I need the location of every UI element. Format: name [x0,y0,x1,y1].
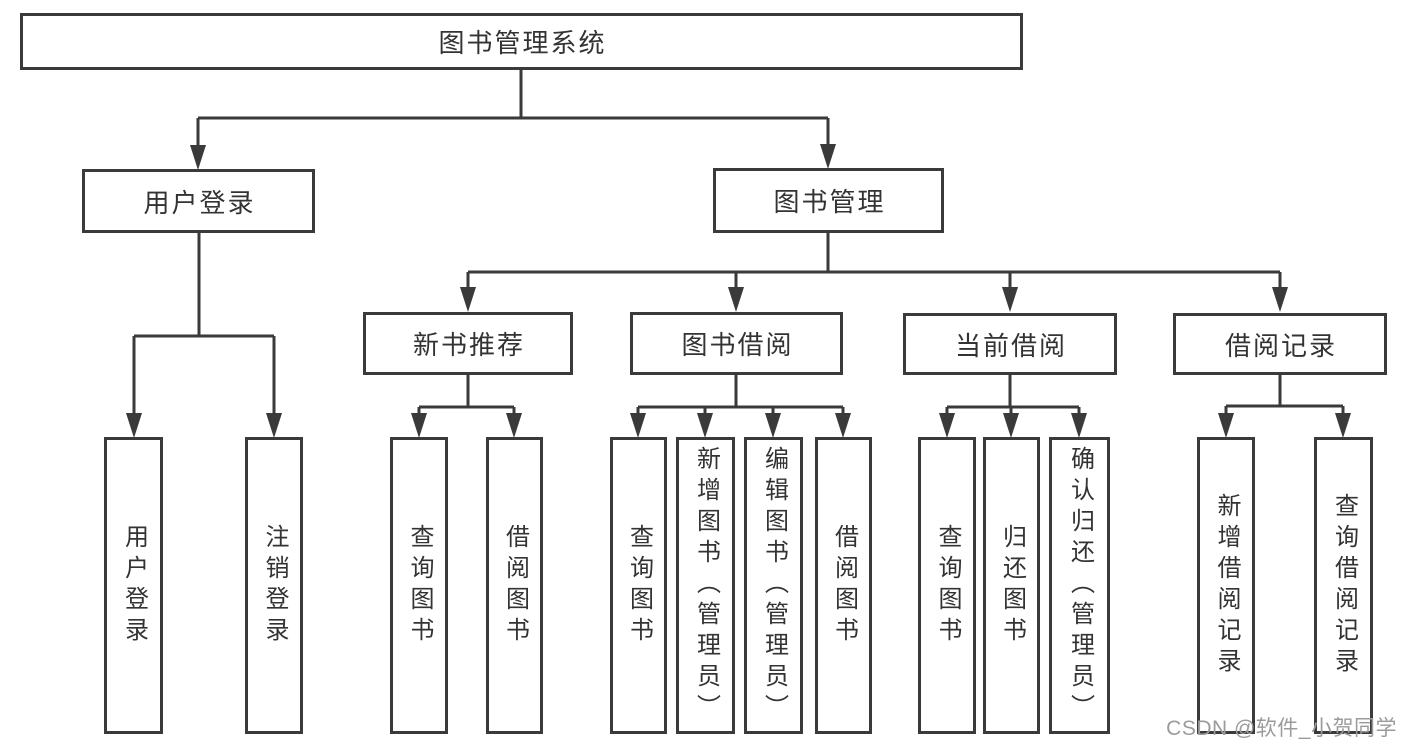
leaf-add-books-admin: 新增图书（管理员） [676,437,735,734]
leaf-user-login-label: 用户登录 [120,523,148,648]
node-current-borrowing-label: 当前借阅 [954,330,1067,361]
leaf-logout-label: 注销登录 [261,523,288,648]
leaf-logout: 注销登录 [245,437,303,734]
leaf-user-login: 用户登录 [104,437,163,734]
node-book-borrowing-label: 图书借阅 [681,330,794,360]
leaf-borrow-books-recommend: 借阅图书 [486,437,543,734]
node-borrowing-records-label: 借阅记录 [1224,330,1337,361]
node-root-system: 图书管理系统 [20,13,1023,70]
node-new-book-recommend-label: 新书推荐 [412,330,525,360]
leaf-query-borrow-record: 查询借阅记录 [1314,437,1373,734]
leaf-query-books-current-label: 查询图书 [934,523,961,648]
leaf-confirm-return-admin: 确认归还（管理员） [1049,437,1110,734]
node-book-management-branch: 图书管理 [713,168,944,233]
node-borrowing-records: 借阅记录 [1173,313,1387,375]
watermark-text: CSDN @软件_小贺同学 [1166,717,1397,740]
leaf-borrow-books-recommend-label: 借阅图书 [501,523,529,648]
leaf-query-books-recommend: 查询图书 [390,437,448,734]
node-book-management-branch-label: 图书管理 [773,187,886,217]
node-user-login-branch: 用户登录 [82,169,315,233]
leaf-add-books-admin-label: 新增图书（管理员） [692,446,720,725]
leaf-return-books-label: 归还图书 [998,523,1026,648]
leaf-return-books: 归还图书 [983,437,1040,734]
leaf-borrow-books-label: 借阅图书 [830,523,858,648]
leaf-query-books-recommend-label: 查询图书 [406,523,433,648]
leaf-confirm-return-admin-label: 确认归还（管理员） [1066,446,1094,725]
leaf-add-borrow-record-label: 新增借阅记录 [1213,492,1240,679]
node-new-book-recommend: 新书推荐 [363,312,573,375]
leaf-borrow-books: 借阅图书 [815,437,872,734]
node-root-label: 图书管理系统 [438,28,607,58]
node-user-login-branch-label: 用户登录 [143,187,256,218]
leaf-edit-books-admin: 编辑图书（管理员） [744,437,803,734]
node-book-borrowing: 图书借阅 [630,312,843,375]
leaf-query-books-borrowing-label: 查询图书 [625,523,653,648]
leaf-query-books-current: 查询图书 [918,437,976,734]
node-current-borrowing: 当前借阅 [903,313,1117,375]
leaf-query-borrow-record-label: 查询借阅记录 [1330,492,1358,679]
leaf-query-books-borrowing: 查询图书 [610,437,667,734]
leaf-edit-books-admin-label: 编辑图书（管理员） [760,446,788,725]
leaf-add-borrow-record: 新增借阅记录 [1197,437,1255,734]
